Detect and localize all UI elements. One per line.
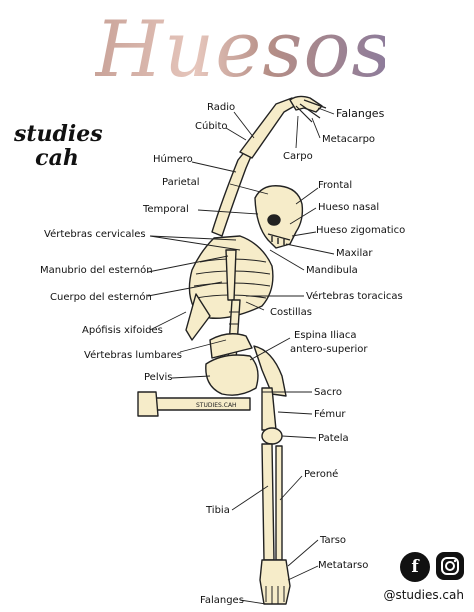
bone-label: STUDIES.CAH — [196, 402, 237, 409]
label-pelvis: Pelvis — [144, 372, 173, 383]
page-title: Huesos — [95, 0, 391, 100]
skeleton-bones: STUDIES.CAH — [137, 95, 327, 605]
pelvis — [205, 354, 259, 396]
facebook-icon[interactable]: f — [400, 552, 430, 582]
label-hueso-zigomatico: Hueso zigomatico — [316, 225, 406, 236]
raised-foot — [253, 345, 287, 397]
label-hueso-nasal: Hueso nasal — [318, 202, 380, 213]
label-metacarpo: Metacarpo — [322, 134, 376, 145]
label-manubrio: Manubrio del esternón — [40, 265, 153, 276]
label-parietal: Parietal — [162, 177, 200, 188]
label-perone: Peroné — [304, 469, 339, 480]
social-handle: @studies.cah — [383, 588, 464, 602]
label-tibia: Tibia — [206, 505, 230, 516]
fibula-bone — [275, 445, 283, 561]
label-patela: Patela — [318, 433, 349, 444]
label-falanges-hand: Falanges — [336, 107, 385, 120]
label-frontal: Frontal — [318, 180, 353, 191]
teeth — [267, 233, 291, 245]
label-tarso: Tarso — [320, 535, 347, 546]
label-metatarso: Metatarso — [318, 560, 369, 571]
instagram-icon[interactable] — [436, 552, 464, 580]
sternum — [225, 249, 237, 301]
label-cubito: Cúbito — [195, 121, 228, 132]
label-apofisis: Apófisis xifoides — [82, 325, 163, 336]
label-espina-iliaca-2: antero-superior — [290, 344, 368, 355]
label-maxilar: Maxilar — [336, 248, 373, 259]
raised-knee — [137, 391, 159, 417]
patella-bone — [261, 427, 283, 445]
label-temporal: Temporal — [143, 204, 189, 215]
label-costillas: Costillas — [270, 307, 312, 318]
label-radio: Radio — [207, 102, 236, 113]
forearm-bones — [239, 97, 299, 159]
standing-foot — [259, 559, 291, 605]
social-icons: f — [400, 552, 464, 582]
label-sacro: Sacro — [314, 387, 342, 398]
eye-socket — [267, 214, 281, 226]
label-vertebras-cervicales: Vértebras cervicales — [44, 229, 146, 240]
tibia-bone — [261, 443, 275, 561]
label-humero: Húmero — [153, 154, 193, 165]
label-femur: Fémur — [314, 409, 346, 420]
label-falanges-foot: Falanges — [200, 595, 244, 606]
label-vertebras-lumbares: Vértebras lumbares — [84, 350, 182, 361]
label-vertebras-toracicas: Vértebras toracicas — [306, 291, 403, 302]
label-carpo: Carpo — [283, 151, 313, 162]
brand-logo: studies cah — [14, 121, 103, 171]
label-cuerpo-esternon: Cuerpo del esternón — [50, 292, 152, 303]
humerus-bone — [211, 149, 253, 237]
left-arm-bones — [185, 293, 211, 341]
label-espina-iliaca-1: Espina Iliaca — [294, 330, 357, 341]
leader-lines — [147, 107, 335, 605]
label-mandibula: Mandibula — [306, 265, 358, 276]
raised-shin — [209, 333, 253, 359]
